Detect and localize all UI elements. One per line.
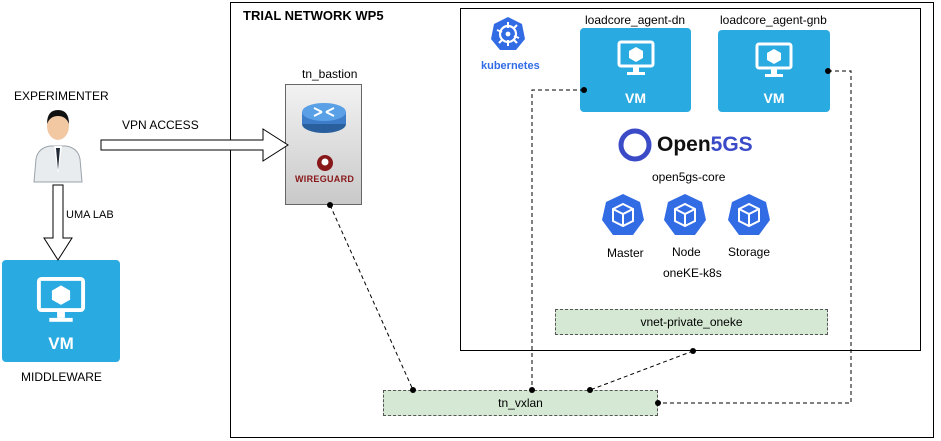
bastion-vxlan-link (329, 204, 414, 391)
vpn-access-label: VPN ACCESS (122, 118, 199, 132)
wireguard-icon (317, 155, 333, 171)
vxlan-port-bastion (410, 387, 416, 393)
agent-gnb-vm-text: VM (763, 90, 785, 106)
node-label: Node (672, 245, 701, 259)
oneke-cluster-label: oneKE-k8s (663, 266, 722, 280)
monitor-icon (755, 42, 793, 77)
agent-gnb-vm: VM (718, 30, 830, 112)
agent-gnb-port (825, 68, 831, 74)
storage-node-icon (727, 193, 771, 237)
master-label: Master (607, 246, 644, 260)
vpn-access-arrow (100, 128, 289, 162)
vxlan-port-k8s (587, 387, 593, 393)
agent-gnb-label: loadcore_agent-gnb (720, 13, 827, 27)
worker-node-icon (663, 193, 707, 237)
k8s-port (690, 348, 696, 354)
bastion-server: WIREGUARD (285, 84, 362, 205)
middleware-vm: VM (2, 260, 120, 362)
bastion-label: tn_bastion (302, 67, 358, 81)
middleware-label: MIDDLEWARE (21, 370, 102, 384)
open5gs-logo-text: Open5GS (657, 133, 753, 157)
experimenter-label: EXPERIMENTER (14, 89, 109, 103)
bastion-port (327, 202, 333, 208)
open5gs-icon (618, 128, 652, 162)
agent-dn-label: loadcore_agent-dn (585, 13, 686, 27)
uma-lab-label: UMA LAB (66, 209, 114, 221)
agent-dn-vm-text: VM (625, 90, 646, 106)
master-node-icon (601, 193, 645, 237)
experimenter-icon (30, 104, 86, 184)
agent-dn-vxlan-link (531, 89, 584, 390)
open5gs-core-label: open5gs-core (652, 170, 726, 184)
middleware-vm-text: VM (48, 334, 74, 353)
tn-vxlan-label: tn_vxlan (498, 396, 543, 410)
vnet-private-oneke: vnet-private_oneke (555, 309, 828, 335)
tn-vxlan-network: tn_vxlan (383, 390, 658, 416)
vxlan-port-gnb (655, 400, 661, 406)
storage-label: Storage (728, 245, 771, 259)
trial-network-frame (230, 2, 934, 438)
vnet-private-oneke-label: vnet-private_oneke (640, 315, 743, 329)
kubernetes-icon (490, 16, 526, 52)
agent-gnb-vxlan-link (658, 70, 852, 404)
open5gs-logo-prefix: Open (657, 133, 711, 156)
trial-network-title: TRIAL NETWORK WP5 (243, 8, 384, 23)
monitor-icon (617, 40, 655, 75)
agent-dn-vm: VM (580, 28, 691, 112)
monitor-icon (36, 276, 86, 322)
kubernetes-logo-text: kubernetes (481, 60, 540, 72)
router-icon (302, 103, 346, 133)
vxlan-port-dn (529, 387, 535, 393)
wireguard-text: WIREGUARD (295, 174, 355, 184)
open5gs-logo-suffix: 5GS (710, 133, 753, 156)
agent-dn-port (581, 87, 587, 93)
uma-lab-arrow (43, 184, 73, 261)
k8s-vxlan-link (589, 350, 694, 391)
